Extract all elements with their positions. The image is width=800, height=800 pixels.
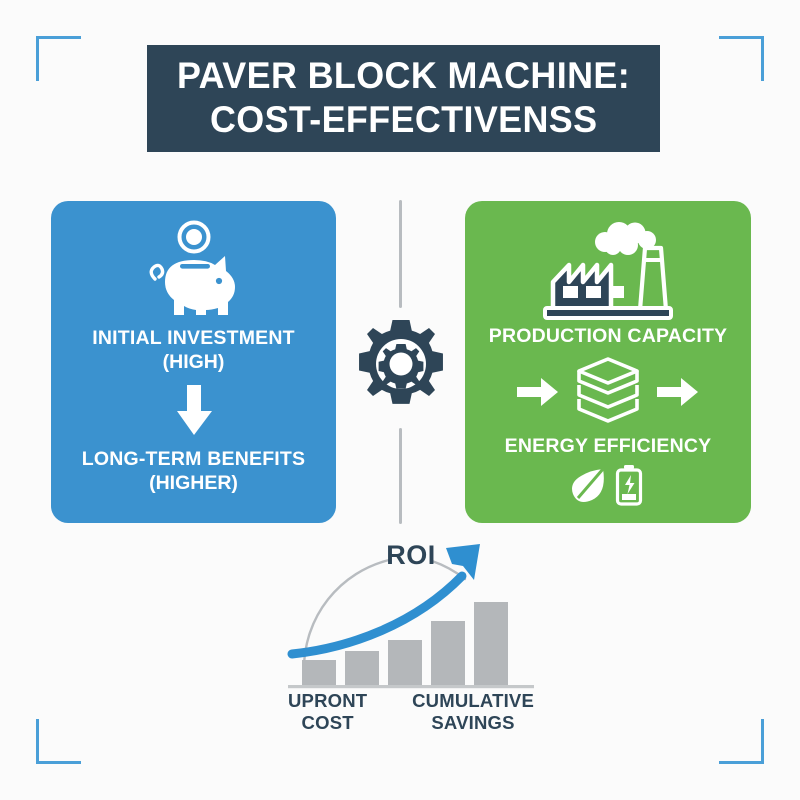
- card-production-capacity[interactable]: PRODUCTION CAPACITY: [465, 201, 751, 523]
- long-term-benefits-label: LONG-TERM BENEFITS: [81, 448, 306, 470]
- production-capacity-label: PRODUCTION CAPACITY: [488, 325, 728, 347]
- corner-bracket-top-right: [719, 36, 764, 81]
- title-line-2: COST-EFFECTIVENSS: [209, 98, 598, 140]
- roi-label: ROI: [386, 540, 436, 570]
- leaf-icon: [572, 465, 608, 505]
- gear-icon: [355, 318, 447, 410]
- axis-label-upfront-cost: UPRONT COST: [288, 690, 367, 734]
- chart-baseline: [288, 685, 534, 689]
- energy-efficiency-label: ENERGY EFFICIENCY: [504, 435, 712, 457]
- bar-5: [474, 602, 508, 685]
- stacked-paver-blocks-icon: [575, 356, 641, 428]
- factory-icon: [533, 220, 683, 324]
- bar-3: [388, 640, 422, 685]
- axis-label-cumulative-savings: CUMULATIVE SAVINGS: [412, 690, 534, 734]
- initial-investment-label: INITIAL INVESTMENT: [92, 327, 295, 349]
- arrow-right-icon: [657, 377, 699, 407]
- arrow-down-icon: [167, 383, 221, 439]
- chart-bars: [302, 602, 508, 685]
- arrow-right-icon: [517, 377, 559, 407]
- piggy-bank-icon: [134, 220, 254, 326]
- axis-label-cumulative-savings-line1: CUMULATIVE: [412, 690, 534, 711]
- corner-bracket-bottom-right: [719, 719, 764, 764]
- corner-bracket-top-left: [36, 36, 81, 81]
- roi-chart: ROI UPRONT COST CUMULATIVE SAVINGS: [280, 528, 542, 768]
- battery-charge-icon: [614, 464, 644, 506]
- card-initial-investment[interactable]: INITIAL INVESTMENT (HIGH) LONG-TERM BENE…: [51, 201, 336, 523]
- corner-bracket-bottom-left: [36, 719, 81, 764]
- page-title: PAVER BLOCK MACHINE: COST-EFFECTIVENSS: [147, 45, 660, 152]
- bar-1: [302, 660, 336, 685]
- axis-label-cumulative-savings-line2: SAVINGS: [431, 712, 515, 733]
- bar-2: [345, 651, 379, 685]
- axis-label-upfront-cost-line2: COST: [301, 712, 354, 733]
- vertical-divider-top: [399, 200, 402, 308]
- title-line-1: PAVER BLOCK MACHINE:: [176, 54, 631, 96]
- chart-axis-labels: UPRONT COST CUMULATIVE SAVINGS: [280, 690, 542, 734]
- long-term-benefits-sub: (HIGHER): [149, 472, 238, 494]
- growth-arrow: [287, 544, 480, 659]
- initial-investment-sub: (HIGH): [162, 351, 225, 373]
- vertical-divider-bottom: [399, 428, 402, 524]
- bar-4: [431, 621, 465, 685]
- axis-label-upfront-cost-line1: UPRONT: [288, 690, 368, 711]
